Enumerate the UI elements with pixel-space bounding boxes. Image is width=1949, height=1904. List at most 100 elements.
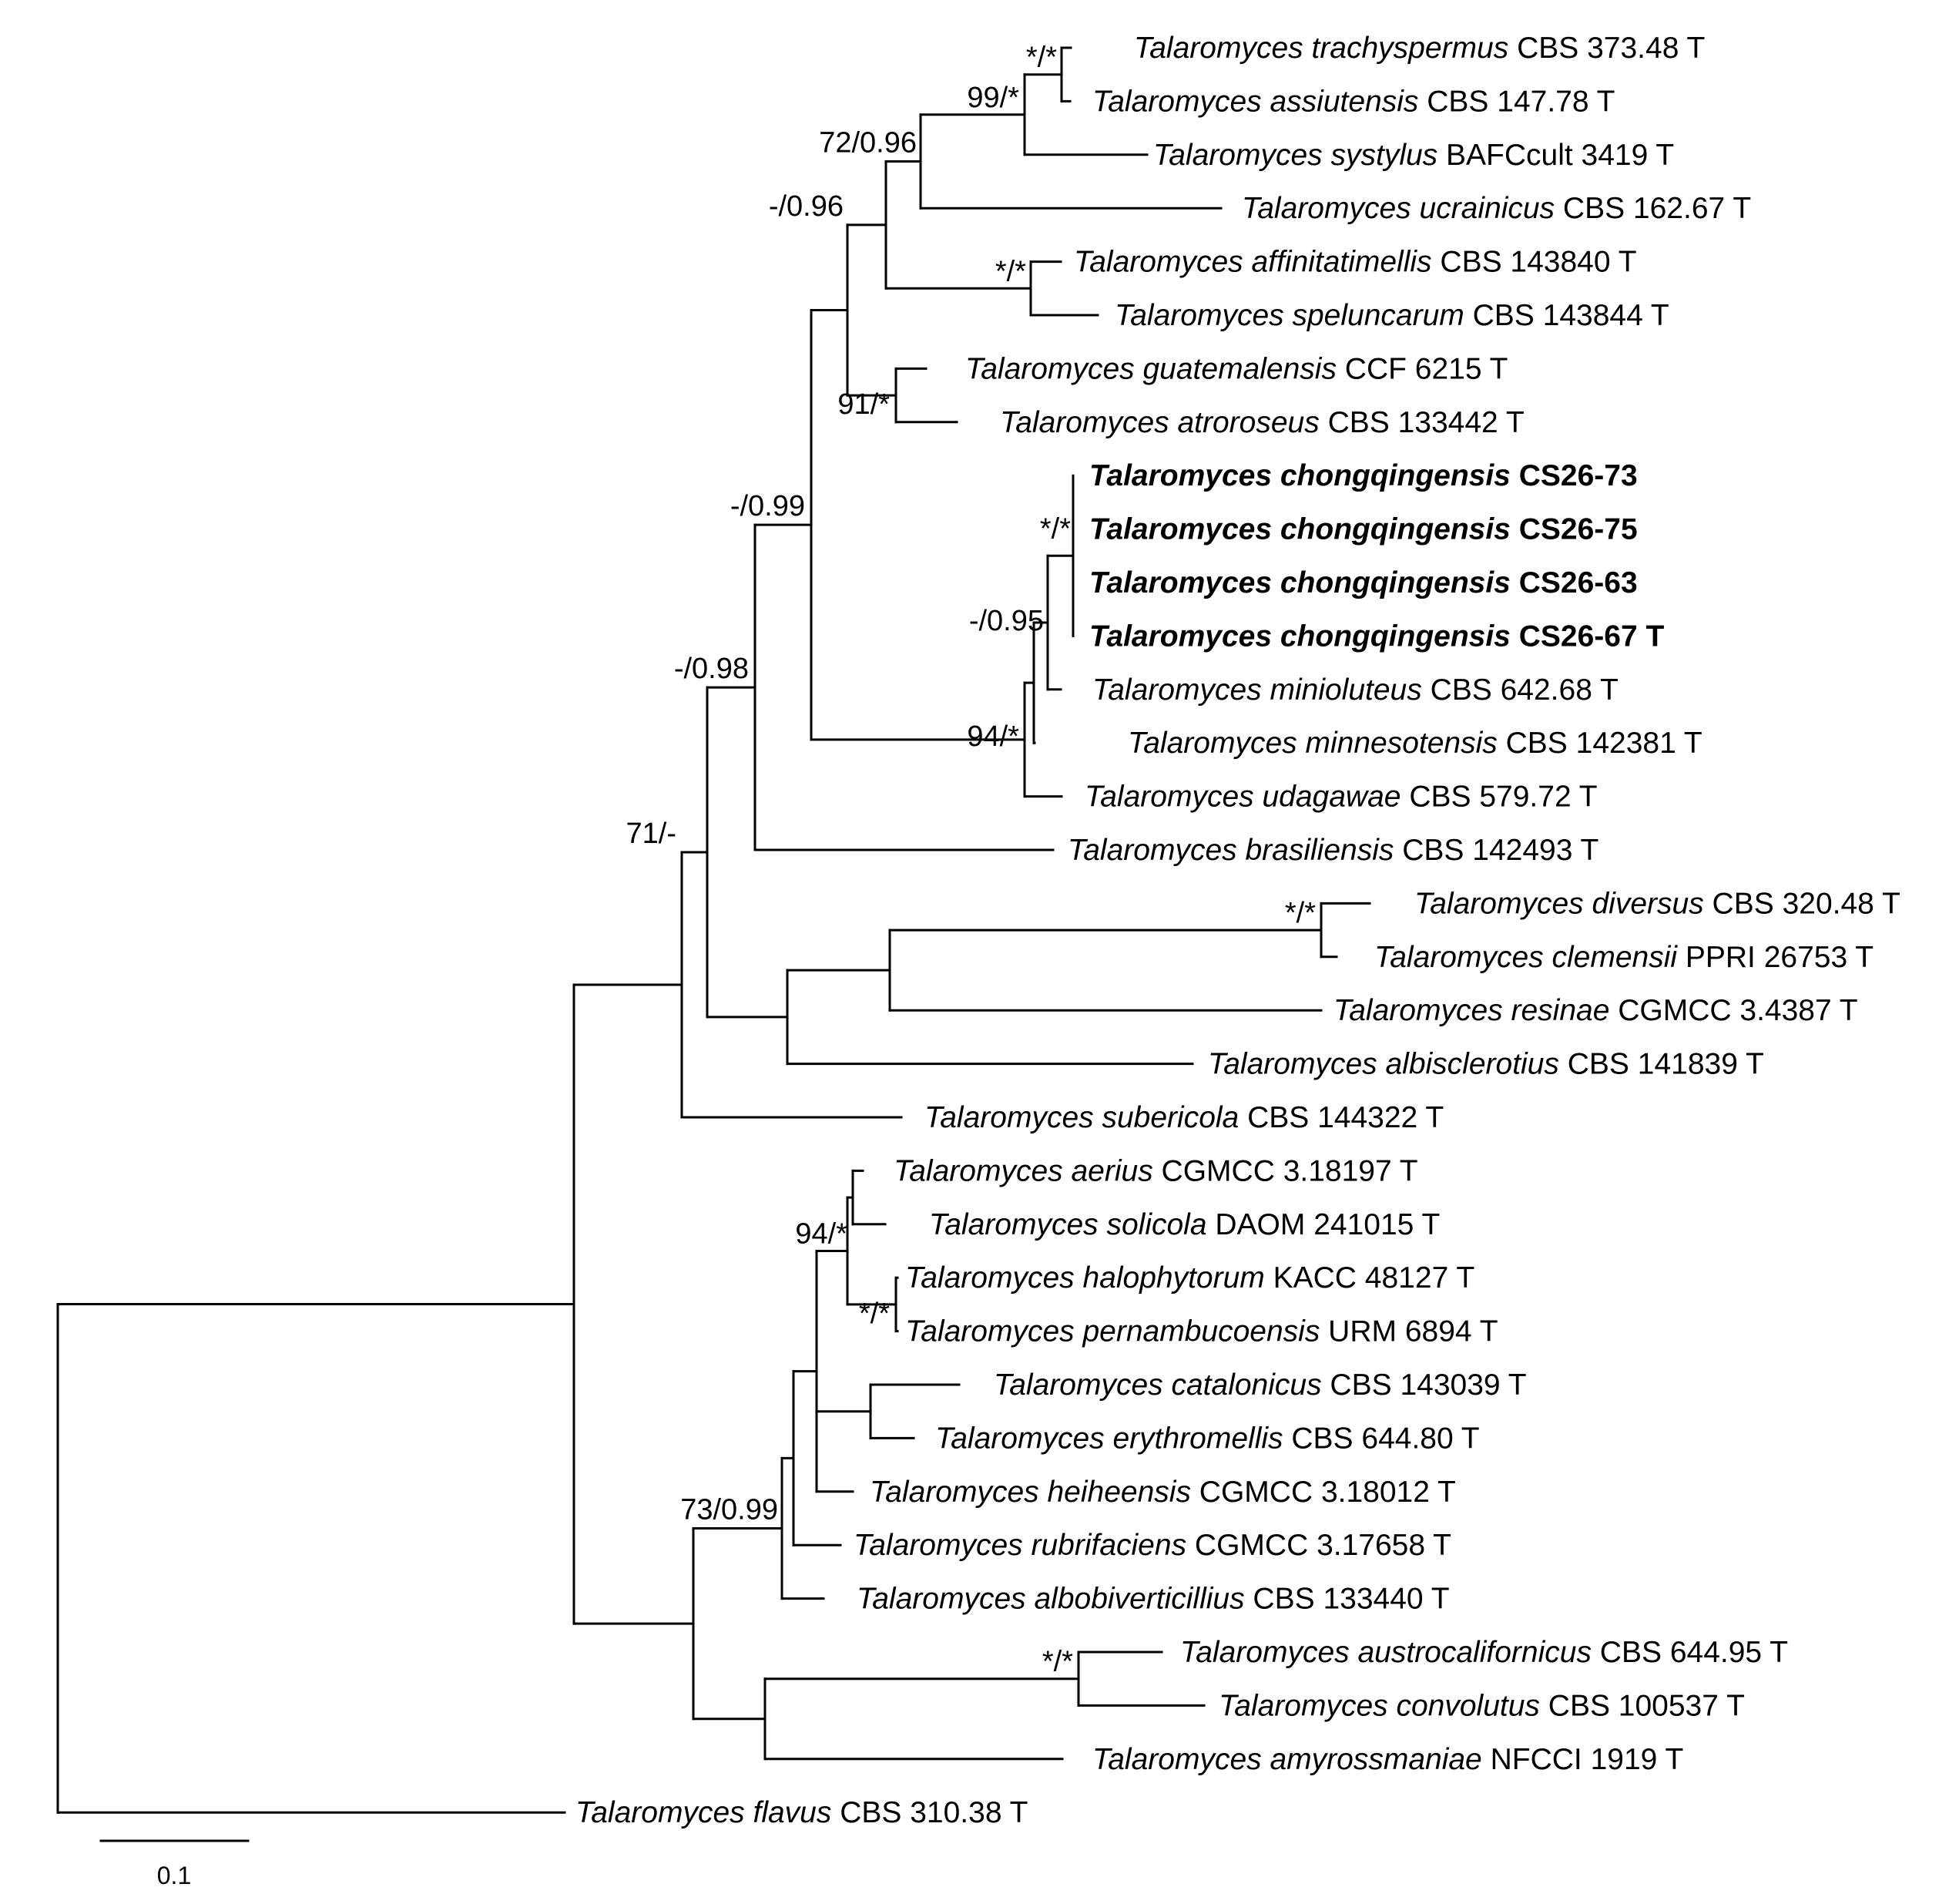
support-value: */*	[1040, 513, 1071, 546]
taxon-label: Talaromyces subericola CBS 144322 T	[924, 1101, 1444, 1134]
taxon-binomial: Talaromyces amyrossmaniae	[1092, 1743, 1482, 1776]
taxon-label: Talaromyces halophytorum KACC 48127 T	[905, 1261, 1474, 1295]
taxon-label: Talaromyces affinitatimellis CBS 143840 …	[1074, 246, 1637, 279]
taxon-label: Talaromyces flavus CBS 310.38 T	[575, 1796, 1028, 1829]
taxon-binomial: Talaromyces subericola	[924, 1101, 1239, 1134]
taxon-binomial: Talaromyces heiheensis	[870, 1476, 1191, 1509]
taxon-label: Talaromyces clemensii PPRI 26753 T	[1374, 941, 1874, 974]
taxon-labels: Talaromyces trachyspermus CBS 373.48 T Ta…	[575, 32, 1900, 1829]
taxon-strain: CCF 6215 T	[1337, 352, 1508, 385]
taxon-strain: CGMCC 3.18197 T	[1153, 1154, 1418, 1187]
taxon-strain: CBS 373.48 T	[1508, 32, 1705, 65]
taxon-strain: CBS 162.67 T	[1555, 192, 1751, 225]
taxon-strain: CBS 320.48 T	[1704, 887, 1900, 920]
taxon-binomial: Talaromyces atroroseus	[1000, 406, 1320, 439]
taxon-strain: DAOM 241015 T	[1207, 1208, 1441, 1241]
taxon-binomial: Talaromyces resinae	[1333, 994, 1609, 1027]
taxon-strain: CBS 143844 T	[1464, 299, 1669, 332]
taxon-strain: CBS 142493 T	[1394, 834, 1598, 867]
taxon-strain: CGMCC 3.17658 T	[1186, 1529, 1451, 1562]
taxon-label: Talaromyces brasiliensis CBS 142493 T	[1068, 834, 1598, 867]
taxon-strain: CBS 142381 T	[1498, 727, 1702, 760]
taxon-strain: CBS 144322 T	[1239, 1101, 1444, 1134]
taxon-label: Talaromyces amyrossmaniae NFCCI 1919 T	[1092, 1743, 1683, 1776]
taxon-label: Talaromyces austrocalifornicus CBS 644.9…	[1180, 1636, 1788, 1669]
support-value: */*	[1285, 897, 1316, 929]
taxon-strain: CS26-67 T	[1511, 620, 1665, 653]
taxon-strain: CBS 133442 T	[1320, 406, 1525, 439]
taxon-label: Talaromyces catalonicus CBS 143039 T	[994, 1368, 1527, 1402]
taxon-binomial: Talaromyces brasiliensis	[1068, 834, 1394, 867]
taxon-label: Talaromyces solicola DAOM 241015 T	[929, 1208, 1440, 1241]
support-value: */*	[859, 1298, 890, 1330]
support-value: 72/0.96	[819, 126, 917, 159]
taxon-binomial: Talaromyces chongqingensis	[1089, 513, 1511, 546]
taxon-strain: CBS 644.95 T	[1592, 1636, 1788, 1669]
taxon-label: Talaromyces rubrifaciens CGMCC 3.17658 T	[854, 1529, 1451, 1562]
taxon-binomial: Talaromyces diversus	[1414, 887, 1704, 920]
taxon-binomial: Talaromyces convolutus	[1219, 1689, 1540, 1722]
taxon-strain: CBS 644.80 T	[1283, 1422, 1480, 1455]
taxon-binomial: Talaromyces catalonicus	[994, 1368, 1322, 1402]
taxon-binomial: Talaromyces solicola	[929, 1208, 1207, 1241]
taxon-label: Talaromyces assiutensis CBS 147.78 T	[1092, 85, 1615, 118]
support-value: 94/*	[967, 720, 1019, 753]
taxon-strain: CS26-75	[1511, 513, 1638, 546]
taxon-label: Talaromyces resinae CGMCC 3.4387 T	[1333, 994, 1858, 1027]
taxon-label: Talaromyces diversus CBS 320.48 T	[1414, 887, 1900, 920]
taxon-binomial: Talaromyces minioluteus	[1092, 673, 1422, 707]
taxon-strain: URM 6894 T	[1320, 1315, 1498, 1348]
taxon-binomial: Talaromyces erythromellis	[935, 1422, 1283, 1455]
taxon-binomial: Talaromyces chongqingensis	[1089, 459, 1511, 492]
taxon-binomial: Talaromyces chongqingensis	[1089, 620, 1511, 653]
taxon-binomial: Talaromyces systylus	[1153, 139, 1437, 172]
support-value: */*	[1042, 1646, 1073, 1678]
scale-bar: 0.1	[99, 1839, 250, 1889]
taxon-label: Talaromyces minnesotensis CBS 142381 T	[1128, 727, 1702, 760]
taxon-label: Talaromyces trachyspermus CBS 373.48 T	[1134, 32, 1705, 65]
taxon-label: Talaromyces erythromellis CBS 644.80 T	[935, 1422, 1480, 1455]
taxon-binomial: Talaromyces aerius	[894, 1154, 1153, 1187]
taxon-binomial: Talaromyces minnesotensis	[1128, 727, 1498, 760]
taxon-binomial: Talaromyces pernambucoensis	[905, 1315, 1320, 1348]
taxon-binomial: Talaromyces affinitatimellis	[1074, 246, 1432, 279]
taxon-label: Talaromyces pernambucoensis URM 6894 T	[905, 1315, 1498, 1348]
taxon-label: Talaromyces convolutus CBS 100537 T	[1219, 1689, 1745, 1722]
tree-branches	[56, 46, 1371, 1814]
taxon-label: Talaromyces ucrainicus CBS 162.67 T	[1242, 192, 1751, 225]
taxon-label: Talaromyces heiheensis CGMCC 3.18012 T	[870, 1476, 1456, 1509]
taxon-strain: CBS 147.78 T	[1418, 85, 1615, 118]
support-value: -/0.99	[730, 490, 805, 522]
taxon-label: Talaromyces chongqingensis CS26-75	[1089, 513, 1638, 546]
taxon-binomial: Talaromyces clemensii	[1374, 941, 1678, 974]
taxon-strain: CBS 579.72 T	[1401, 781, 1597, 814]
taxon-binomial: Talaromyces guatemalensis	[965, 352, 1337, 385]
support-value: 71/-	[626, 818, 676, 850]
taxon-binomial: Talaromyces ucrainicus	[1242, 192, 1555, 225]
taxon-binomial: Talaromyces flavus	[575, 1796, 831, 1829]
taxon-binomial: Talaromyces albisclerotius	[1208, 1048, 1559, 1081]
taxon-strain: CS26-73	[1511, 459, 1638, 492]
taxon-binomial: Talaromyces rubrifaciens	[854, 1529, 1186, 1562]
taxon-strain: CBS 642.68 T	[1422, 673, 1619, 707]
scale-bar-label: 0.1	[157, 1862, 191, 1889]
taxon-strain: KACC 48127 T	[1265, 1261, 1474, 1295]
taxon-label: Talaromyces speluncarum CBS 143844 T	[1115, 299, 1669, 332]
taxon-label: Talaromyces systylus BAFCcult 3419 T	[1153, 139, 1674, 172]
taxon-strain: CS26-63	[1511, 566, 1638, 599]
taxon-binomial: Talaromyces halophytorum	[905, 1261, 1265, 1295]
taxon-binomial: Talaromyces udagawae	[1085, 781, 1401, 814]
taxon-label: Talaromyces guatemalensis CCF 6215 T	[965, 352, 1508, 385]
support-values: */*99/*72/0.96*/*-/0.9691/*-/0.99*/*-/0.…	[626, 42, 1317, 1678]
taxon-label: Talaromyces minioluteus CBS 642.68 T	[1092, 673, 1619, 707]
support-value: -/0.96	[769, 190, 844, 223]
taxon-label: Talaromyces aerius CGMCC 3.18197 T	[894, 1154, 1418, 1187]
taxon-strain: CGMCC 3.18012 T	[1191, 1476, 1456, 1509]
support-value: 73/0.99	[680, 1494, 778, 1526]
taxon-label: Talaromyces chongqingensis CS26-73	[1089, 459, 1638, 492]
taxon-binomial: Talaromyces assiutensis	[1092, 85, 1418, 118]
taxon-strain: CBS 100537 T	[1540, 1689, 1745, 1722]
taxon-label: Talaromyces albobiverticillius CBS 13344…	[857, 1583, 1450, 1616]
support-value: -/0.98	[674, 653, 749, 685]
